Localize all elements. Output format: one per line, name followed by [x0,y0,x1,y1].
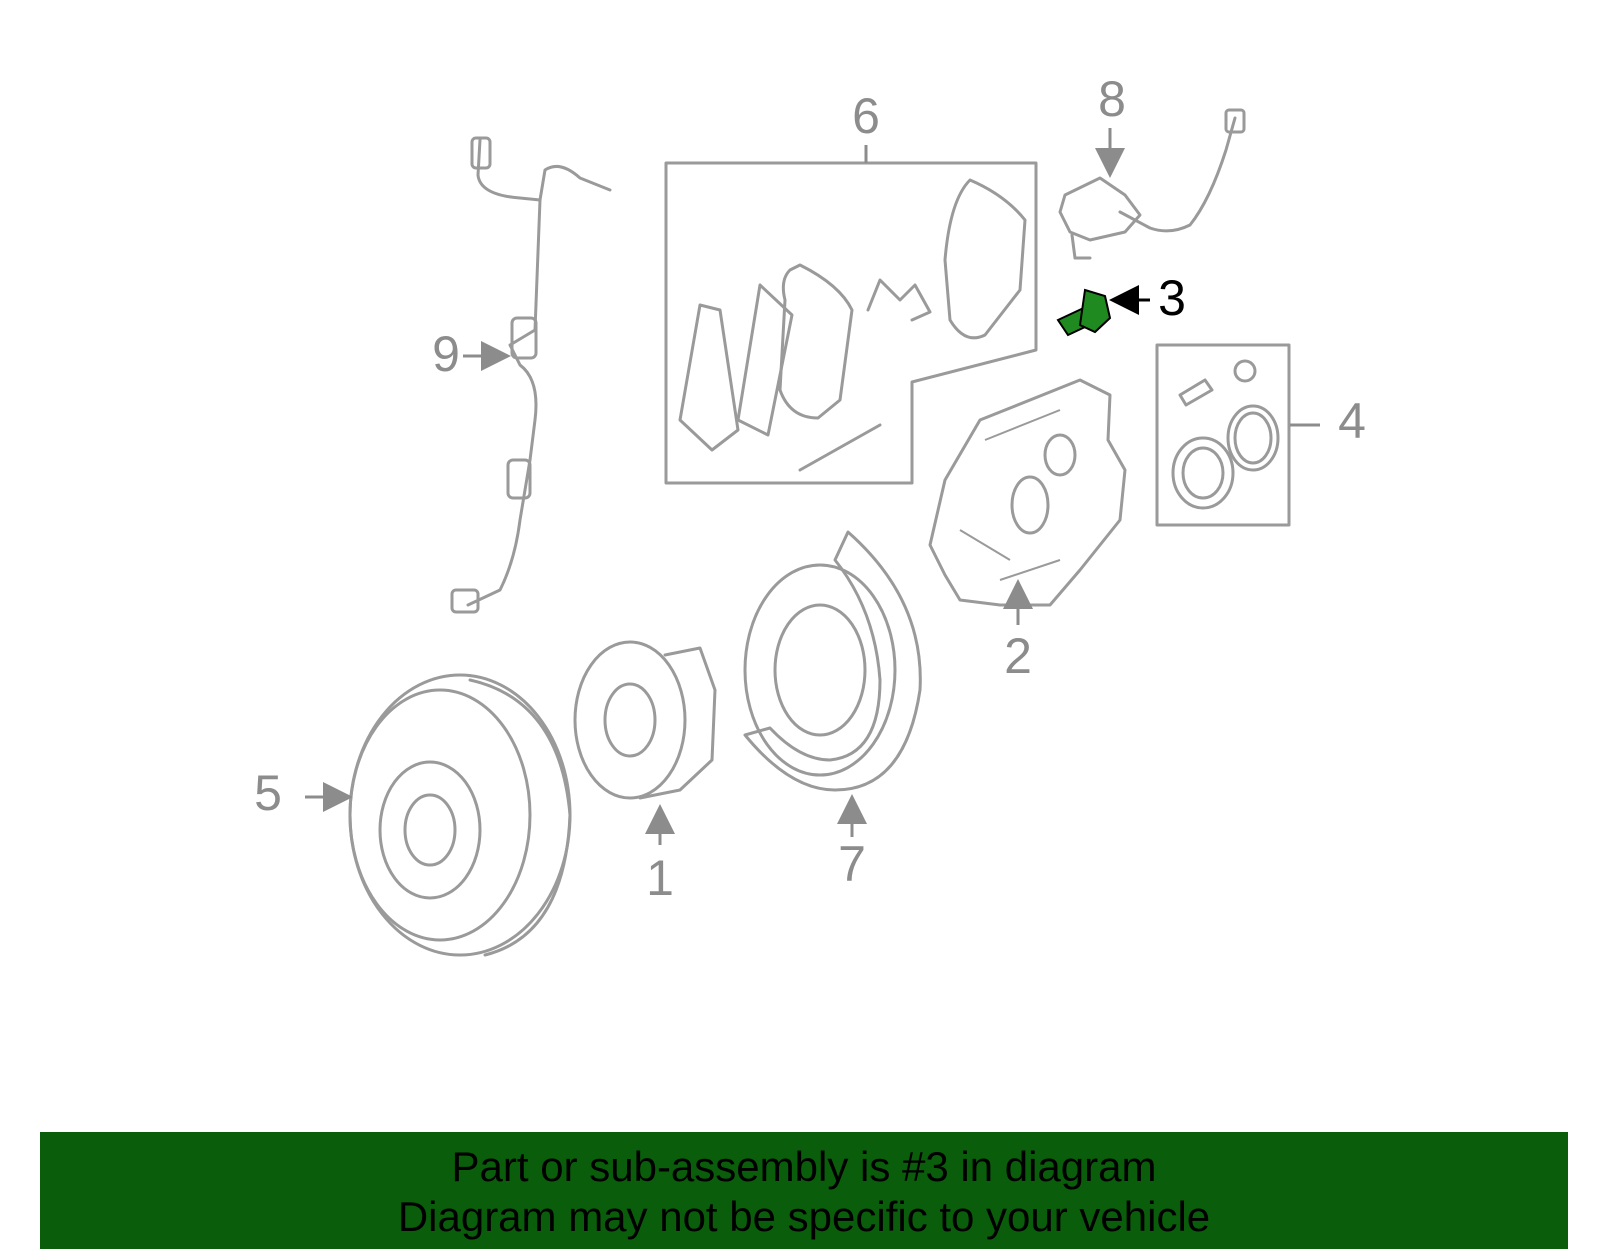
hub-bearing-part [573,640,717,800]
callout-7: 7 [838,836,866,892]
callout-6: 6 [852,88,880,144]
caliper-part [928,378,1127,607]
callout-9: 9 [432,326,460,382]
rotor-part [348,673,572,957]
pad-kit-part [664,161,1038,485]
caliper-bolt-part-highlighted [1056,288,1112,337]
callout-1: 1 [646,850,674,906]
callout-8: 8 [1098,71,1126,127]
dust-shield-part [743,530,922,792]
callout-5: 5 [254,765,282,821]
banner-line-part-number: Part or sub-assembly is #3 in diagram [451,1143,1157,1190]
info-banner: Part or sub-assembly is #3 in diagram Di… [40,1132,1568,1249]
banner-line-disclaimer: Diagram may not be specific to your vehi… [397,1193,1211,1240]
callout-4: 4 [1338,393,1366,449]
callout-2: 2 [1004,628,1032,684]
brake-hose-part [1058,108,1246,260]
callout-3: 3 [1158,270,1186,326]
abs-sensor-wire-part [450,136,612,614]
seal-kit-part [1155,343,1291,527]
